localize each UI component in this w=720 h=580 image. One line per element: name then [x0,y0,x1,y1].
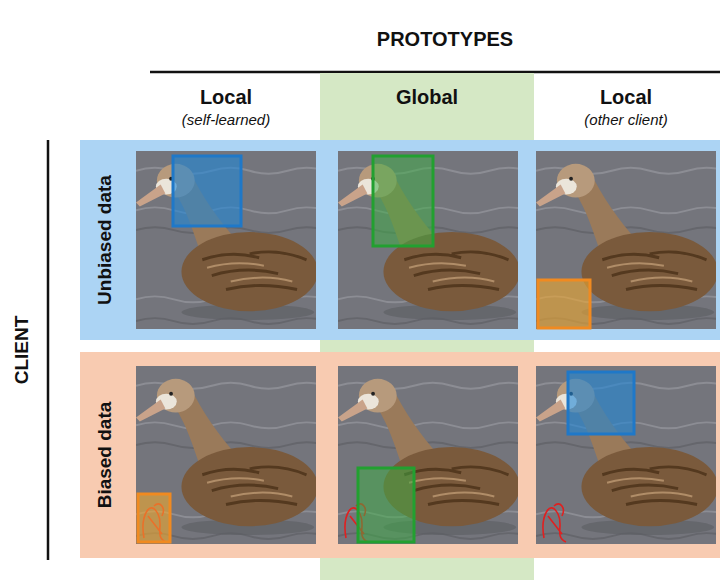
row-label: Biased data [94,402,116,509]
column-header: Local [600,86,652,109]
bird-photo [136,151,720,544]
column-subheader: (self-learned) [182,111,270,128]
bias-marking [143,504,566,542]
column-header: Global [396,86,458,109]
client-rule [47,140,50,560]
row-label: Unbiased data [94,175,116,305]
column-header: Local [200,86,252,109]
axis-title: CLIENT [11,316,33,385]
prototype-patch [138,156,634,542]
column-subheader: (other client) [584,111,667,128]
axis-title: PROTOTYPES [377,28,513,51]
